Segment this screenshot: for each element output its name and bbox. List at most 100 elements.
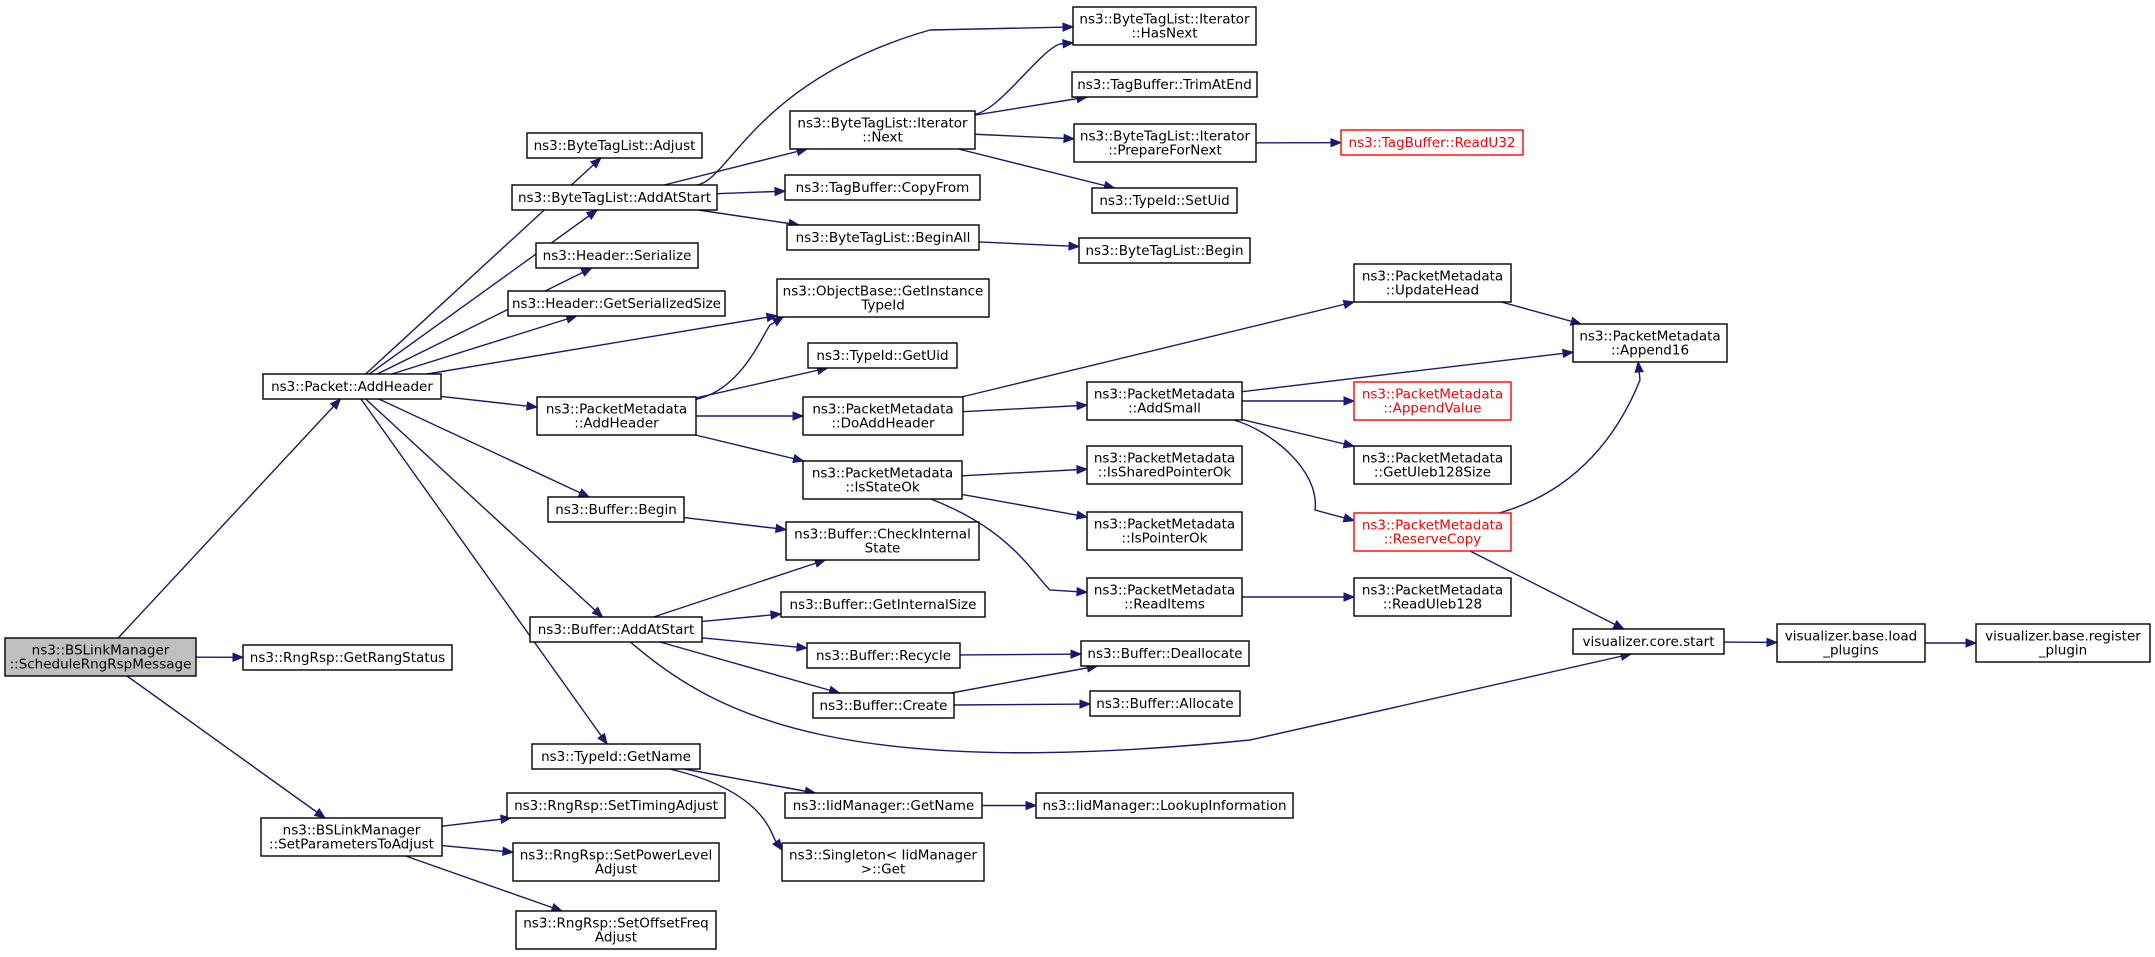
arrowhead: [1025, 800, 1038, 811]
edge-pmReserveCopy-to-vizStart: [1469, 550, 1626, 630]
edge-pmAddSmall-to-pmGetUleb: [1241, 418, 1356, 449]
node-addHeaderPkt[interactable]: ns3::Packet::AddHeader: [262, 373, 442, 400]
node-label: ns3::PacketMetadata: [812, 466, 953, 482]
node-box: [802, 396, 964, 436]
node-box: [776, 278, 990, 318]
node-label: ns3::RngRsp::SetTimingAdjust: [514, 798, 718, 814]
node-bufGetInternalSize[interactable]: ns3::Buffer::GetInternalSize: [780, 591, 986, 618]
node-btlBegin[interactable]: ns3::ByteTagList::Begin: [1078, 237, 1251, 264]
arrowhead: [775, 523, 788, 534]
node-singletonGet[interactable]: ns3::Singleton< IidManager >::Get: [781, 842, 985, 882]
arrowhead: [1342, 299, 1356, 310]
node-tbReadU32[interactable]: ns3::TagBuffer::ReadU32: [1340, 129, 1524, 156]
node-getRangStatus[interactable]: ns3::RngRsp::GetRangStatus: [242, 644, 453, 671]
edge-line: [683, 516, 787, 531]
node-pmReadUleb[interactable]: ns3::PacketMetadata::ReadUleb128: [1353, 577, 1512, 617]
node-label: ::SetParametersToAdjust: [269, 837, 434, 853]
node-label: ::ReserveCopy: [1384, 532, 1482, 548]
edge-iidGetName-to-iidLookup: [982, 800, 1038, 811]
node-label: _plugin: [2038, 643, 2088, 659]
node-pmReserveCopy[interactable]: ns3::PacketMetadata::ReserveCopy: [1353, 512, 1512, 552]
node-label: ::IsSharedPointerOk: [1098, 465, 1232, 481]
node-tbCopyFrom[interactable]: ns3::TagBuffer::CopyFrom: [784, 174, 981, 201]
edge-line: [378, 398, 590, 498]
node-iidLookup[interactable]: ns3::IidManager::LookupInformation: [1035, 792, 1294, 819]
node-box: [515, 910, 717, 950]
node-box: [1071, 71, 1258, 98]
edge-line: [376, 267, 593, 375]
node-pmIsShared[interactable]: ns3::PacketMetadata::IsSharedPointerOk: [1086, 445, 1243, 485]
node-setTiming[interactable]: ns3::RngRsp::SetTimingAdjust: [506, 792, 726, 819]
node-typeIdGetUid[interactable]: ns3::TypeId::GetUid: [807, 342, 958, 369]
node-hdrGetSize[interactable]: ns3::Header::GetSerializedSize: [507, 290, 726, 317]
node-vizLoad[interactable]: visualizer.base.load_plugins: [1776, 623, 1926, 663]
node-tbTrimAtEnd[interactable]: ns3::TagBuffer::TrimAtEnd: [1071, 71, 1258, 98]
arrowhead: [1612, 620, 1626, 630]
node-btlAdjust[interactable]: ns3::ByteTagList::Adjust: [526, 132, 703, 159]
node-pmAppendValue[interactable]: ns3::PacketMetadata::AppendValue: [1353, 381, 1512, 421]
arrowhead: [1076, 464, 1089, 475]
node-bufAllocate[interactable]: ns3::Buffer::Allocate: [1089, 690, 1241, 717]
node-hdrSerialize[interactable]: ns3::Header::Serialize: [535, 242, 699, 269]
node-box: [802, 460, 963, 500]
node-btlBeginAll[interactable]: ns3::ByteTagList::BeginAll: [786, 224, 980, 251]
node-pmIsPointer[interactable]: ns3::PacketMetadata::IsPointerOk: [1086, 511, 1243, 551]
arrowhead: [1342, 439, 1356, 449]
node-box: [1572, 628, 1725, 655]
edge-line: [951, 665, 1098, 694]
node-label: ns3::PacketMetadata: [1362, 583, 1503, 599]
node-label: ns3::BSLinkManager: [283, 823, 421, 839]
node-label: ns3::Buffer::Begin: [555, 502, 677, 518]
node-label: visualizer.core.start: [1582, 634, 1714, 650]
node-bufDeallocate[interactable]: ns3::Buffer::Deallocate: [1080, 640, 1250, 667]
node-label: ns3::PacketMetadata: [1362, 518, 1503, 534]
arrowhead: [1562, 348, 1575, 359]
node-box: [1035, 792, 1294, 819]
node-pmAddSmall[interactable]: ns3::PacketMetadata::AddSmall: [1086, 381, 1243, 421]
node-root[interactable]: ns3::BSLinkManager::ScheduleRngRspMessag…: [4, 637, 197, 677]
node-label: ns3::Packet::AddHeader: [271, 379, 433, 395]
node-label: ::AddSmall: [1128, 401, 1201, 417]
node-box: [536, 396, 697, 436]
node-label: ns3::Header::Serialize: [543, 248, 692, 264]
node-itPrepare[interactable]: ns3::ByteTagList::Iterator::PrepareForNe…: [1073, 123, 1257, 163]
node-label: ns3::PacketMetadata: [1094, 387, 1235, 403]
node-label: Adjust: [595, 862, 637, 878]
node-iidGetName[interactable]: ns3::IidManager::GetName: [784, 792, 983, 819]
node-vizStart[interactable]: visualizer.core.start: [1572, 628, 1725, 655]
node-pmIsStateOk[interactable]: ns3::PacketMetadata::IsStateOk: [802, 460, 963, 500]
edge-pmAddHeader-to-pmDoAddHeader: [696, 411, 805, 421]
arrowhead: [1965, 638, 1978, 648]
node-itHasNext[interactable]: ns3::ByteTagList::Iterator::HasNext: [1072, 6, 1257, 46]
edge-line: [701, 637, 808, 649]
node-setParams[interactable]: ns3::BSLinkManager::SetParametersToAdjus…: [260, 817, 443, 857]
node-pmGetUleb[interactable]: ns3::PacketMetadata::GetUleb128Size: [1353, 445, 1512, 485]
node-pmAddHeader[interactable]: ns3::PacketMetadata::AddHeader: [536, 396, 697, 436]
node-bufBegin[interactable]: ns3::Buffer::Begin: [547, 496, 685, 523]
node-pmUpdateHead[interactable]: ns3::PacketMetadata::UpdateHead: [1353, 263, 1512, 303]
edge-line: [1501, 301, 1582, 325]
arrowhead: [772, 838, 783, 852]
node-box: [812, 692, 955, 719]
nodes-layer: ns3::BSLinkManager::ScheduleRngRspMessag…: [4, 6, 2151, 950]
node-typeIdSetUid[interactable]: ns3::TypeId::SetUid: [1091, 187, 1238, 214]
node-bufRecycle[interactable]: ns3::Buffer::Recycle: [806, 642, 961, 669]
node-btlAddAtStart[interactable]: ns3::ByteTagList::AddAtStart: [511, 184, 718, 211]
node-bufCreate[interactable]: ns3::Buffer::Create: [812, 692, 955, 719]
node-bufAddAtStart[interactable]: ns3::Buffer::AddAtStart: [529, 616, 703, 643]
node-label: ns3::ByteTagList::Begin: [1085, 243, 1243, 259]
node-label: ns3::RngRsp::SetPowerLevel: [520, 848, 712, 864]
node-box: [1353, 512, 1512, 552]
node-typeIdGetName[interactable]: ns3::TypeId::GetName: [531, 743, 701, 770]
node-pmReadItems[interactable]: ns3::PacketMetadata::ReadItems: [1086, 577, 1243, 617]
edge-line: [360, 398, 608, 745]
edge-pmAddSmall-to-pmAppendValue: [1242, 396, 1356, 406]
node-vizRegister[interactable]: visualizer.base.register_plugin: [1975, 623, 2151, 663]
node-pmDoAddHeader[interactable]: ns3::PacketMetadata::DoAddHeader: [802, 396, 964, 436]
node-pmAppend16[interactable]: ns3::PacketMetadata::Append16: [1572, 323, 1728, 363]
node-itNext[interactable]: ns3::ByteTagList::Iterator::Next: [789, 110, 976, 150]
